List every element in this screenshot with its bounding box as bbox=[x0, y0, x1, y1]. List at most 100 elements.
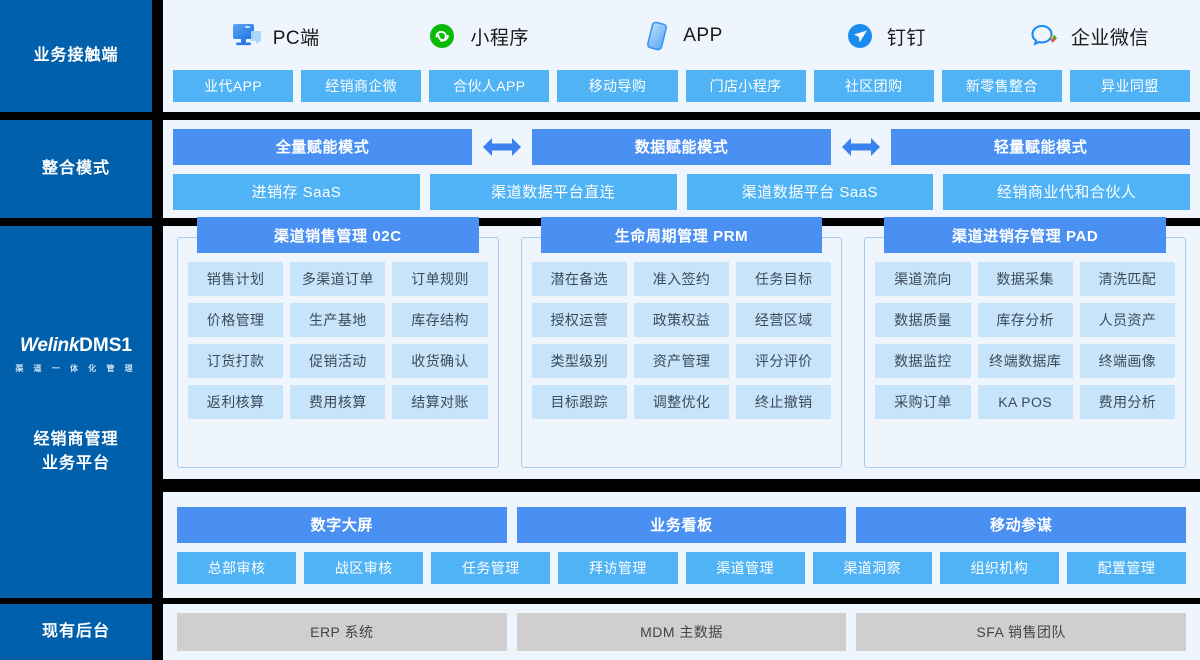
module-prm: 生命周期管理 PRM 潜在备选 准入签约 任务目标 授权运营 政策权益 经营区域… bbox=[520, 217, 843, 468]
dms-dashboard-panel: 数字大屏 业务看板 移动参谋 总部审核 战区审核 任务管理 拜访管理 渠道管理 … bbox=[163, 492, 1200, 598]
module-cell[interactable]: 人员资产 bbox=[1079, 303, 1176, 337]
module-cell[interactable]: 生产基地 bbox=[290, 303, 386, 337]
module-cell[interactable]: 清洗匹配 bbox=[1079, 262, 1176, 296]
channel-icon-row: PC端 小程序 bbox=[173, 10, 1190, 62]
mode-secondary-item[interactable]: 渠道数据平台直连 bbox=[429, 173, 677, 210]
module-cell[interactable]: 库存分析 bbox=[977, 303, 1073, 337]
module-cell[interactable]: KA POS bbox=[977, 385, 1073, 419]
dashboard-chip[interactable]: 配置管理 bbox=[1066, 551, 1186, 584]
dashboard-chip[interactable]: 渠道管理 bbox=[685, 551, 805, 584]
mode-secondary-item[interactable]: 经销商业代和合伙人 bbox=[943, 173, 1190, 210]
module-cell[interactable]: 终止撤销 bbox=[736, 385, 832, 419]
touchpoints-band: 业务接触端 PC端 bbox=[0, 0, 1200, 112]
pc-monitor-icon bbox=[232, 24, 261, 46]
touchpoint-chip[interactable]: 门店小程序 bbox=[685, 70, 806, 102]
dashboard-chip[interactable]: 总部审核 bbox=[177, 551, 297, 584]
dashboard-chip[interactable]: 拜访管理 bbox=[558, 551, 678, 584]
dashboard-chip[interactable]: 战区审核 bbox=[304, 551, 424, 584]
module-cell[interactable]: 类型级别 bbox=[531, 344, 627, 378]
channel-dingtalk[interactable]: 钉钉 bbox=[783, 19, 986, 53]
backend-label: 现有后台 bbox=[0, 604, 152, 660]
dms-platform-band: WelinkDMS1 渠 道 一 体 化 管 理 经销商管理 业务平台 渠道销售… bbox=[0, 217, 1200, 598]
module-cell[interactable]: 促销活动 bbox=[290, 344, 386, 378]
module-cell[interactable]: 数据质量 bbox=[875, 303, 971, 337]
welink-logo: WelinkDMS1 渠 道 一 体 化 管 理 bbox=[15, 332, 136, 374]
backend-system[interactable]: SFA 销售团队 bbox=[856, 613, 1187, 651]
touchpoints-content: PC端 小程序 bbox=[163, 0, 1200, 112]
module-cell[interactable]: 数据采集 bbox=[977, 262, 1073, 296]
module-cell[interactable]: 数据监控 bbox=[875, 344, 971, 378]
module-cell[interactable]: 费用分析 bbox=[1079, 385, 1176, 419]
module-cell[interactable]: 收货确认 bbox=[392, 344, 488, 378]
module-cell[interactable]: 库存结构 bbox=[392, 303, 488, 337]
dms-platform-content: 渠道销售管理 02C 销售计划 多渠道订单 订单规则 价格管理 生产基地 库存结… bbox=[163, 217, 1200, 598]
dms-title-line1: 经销商管理 bbox=[33, 431, 119, 449]
module-cell[interactable]: 结算对账 bbox=[392, 385, 488, 419]
dashboard-chip[interactable]: 渠道洞察 bbox=[812, 551, 932, 584]
module-cell[interactable]: 任务目标 bbox=[736, 262, 832, 296]
module-cell[interactable]: 费用核算 bbox=[290, 385, 386, 419]
welink-tagline: 渠 道 一 体 化 管 理 bbox=[15, 363, 137, 373]
module-cell[interactable]: 终端画像 bbox=[1079, 344, 1176, 378]
module-cell[interactable]: 订货打款 bbox=[188, 344, 284, 378]
module-cell[interactable]: 目标跟踪 bbox=[531, 385, 627, 419]
mode-primary-item[interactable]: 数据赋能模式 bbox=[532, 128, 831, 165]
integration-mode-content: 全量赋能模式 数据赋能模式 轻量赋能模式 进销存 SaaS 渠道数据平台直连 渠 bbox=[163, 120, 1200, 218]
channel-dingtalk-label: 钉钉 bbox=[886, 27, 926, 49]
channel-app-label: APP bbox=[683, 25, 723, 46]
module-cell[interactable]: 政策权益 bbox=[633, 303, 730, 337]
dingtalk-icon bbox=[847, 24, 872, 48]
mode-arrow-2 bbox=[831, 135, 891, 159]
touchpoint-chip[interactable]: 合伙人APP bbox=[429, 70, 550, 102]
integration-mode-band: 整合模式 全量赋能模式 数据赋能模式 轻量赋能模式 进销存 SaaS bbox=[0, 120, 1200, 218]
module-cell[interactable]: 评分评价 bbox=[736, 344, 832, 378]
channel-miniprogram-label: 小程序 bbox=[470, 27, 529, 49]
module-cell[interactable]: 经营区域 bbox=[736, 303, 832, 337]
channel-app[interactable]: APP bbox=[580, 19, 783, 53]
touchpoint-chip[interactable]: 新零售整合 bbox=[941, 70, 1062, 102]
touchpoint-chip[interactable]: 经销商企微 bbox=[301, 70, 422, 102]
mode-primary-item[interactable]: 全量赋能模式 bbox=[173, 128, 472, 165]
module-cell[interactable]: 价格管理 bbox=[188, 303, 284, 337]
module-cell[interactable]: 返利核算 bbox=[188, 385, 284, 419]
dashboard-chip[interactable]: 任务管理 bbox=[431, 551, 551, 584]
module-cell[interactable]: 多渠道订单 bbox=[290, 262, 386, 296]
module-cell[interactable]: 调整优化 bbox=[633, 385, 730, 419]
mobile-phone-icon bbox=[647, 21, 668, 51]
backend-system[interactable]: MDM 主数据 bbox=[516, 613, 847, 651]
channel-pc[interactable]: PC端 bbox=[173, 19, 376, 53]
touchpoint-chip[interactable]: 移动导购 bbox=[557, 70, 678, 102]
touchpoint-chip[interactable]: 异业同盟 bbox=[1069, 70, 1190, 102]
wechat-miniprogram-icon bbox=[430, 24, 455, 48]
integration-mode-label: 整合模式 bbox=[0, 120, 152, 218]
welink-brand: Welink bbox=[20, 335, 80, 356]
touchpoint-chip[interactable]: 社区团购 bbox=[813, 70, 934, 102]
module-cell[interactable]: 授权运营 bbox=[531, 303, 627, 337]
dashboard-primary-item[interactable]: 业务看板 bbox=[516, 506, 847, 543]
module-prm-grid: 潜在备选 准入签约 任务目标 授权运营 政策权益 经营区域 类型级别 资产管理 … bbox=[531, 262, 832, 419]
module-cell[interactable]: 订单规则 bbox=[392, 262, 488, 296]
module-cell[interactable]: 潜在备选 bbox=[531, 262, 627, 296]
module-cell[interactable]: 准入签约 bbox=[633, 262, 730, 296]
module-cell[interactable]: 渠道流向 bbox=[875, 262, 971, 296]
channel-wecom[interactable]: 企业微信 bbox=[987, 19, 1190, 53]
module-cell[interactable]: 销售计划 bbox=[188, 262, 284, 296]
module-cell[interactable]: 资产管理 bbox=[633, 344, 730, 378]
module-pad: 渠道进销存管理 PAD 渠道流向 数据采集 清洗匹配 数据质量 库存分析 人员资… bbox=[864, 217, 1187, 468]
module-cell[interactable]: 终端数据库 bbox=[977, 344, 1073, 378]
dashboard-chip-row: 总部审核 战区审核 任务管理 拜访管理 渠道管理 渠道洞察 组织机构 配置管理 bbox=[177, 551, 1186, 584]
mode-secondary-item[interactable]: 渠道数据平台 SaaS bbox=[686, 173, 934, 210]
module-cell[interactable]: 采购订单 bbox=[875, 385, 971, 419]
module-pad-title: 渠道进销存管理 PAD bbox=[884, 217, 1167, 253]
backend-system[interactable]: ERP 系统 bbox=[177, 613, 507, 651]
channel-miniprogram[interactable]: 小程序 bbox=[376, 19, 579, 53]
touchpoint-chip[interactable]: 业代APP bbox=[173, 70, 294, 102]
mode-primary-item[interactable]: 轻量赋能模式 bbox=[891, 128, 1190, 165]
dashboard-chip[interactable]: 组织机构 bbox=[939, 551, 1059, 584]
dashboard-primary-item[interactable]: 数字大屏 bbox=[177, 506, 507, 543]
dms-platform-label-col: WelinkDMS1 渠 道 一 体 化 管 理 经销商管理 业务平台 bbox=[0, 226, 152, 598]
mode-secondary-item[interactable]: 进销存 SaaS bbox=[173, 173, 420, 210]
dashboard-primary-item[interactable]: 移动参谋 bbox=[856, 506, 1187, 543]
mode-primary-row: 全量赋能模式 数据赋能模式 轻量赋能模式 bbox=[173, 128, 1190, 165]
